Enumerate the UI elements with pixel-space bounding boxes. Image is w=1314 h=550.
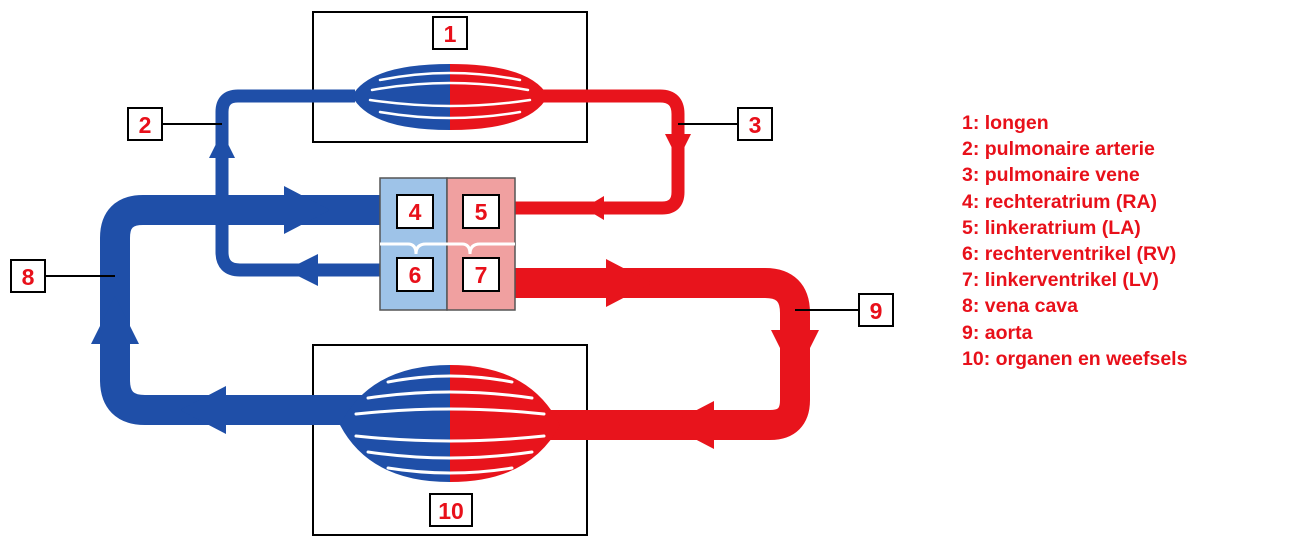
legend-item: 10: organen en weefsels	[962, 347, 1188, 370]
heart: 4 5 6 7	[379, 177, 516, 311]
legend-item: 8: vena cava	[962, 295, 1079, 318]
legend-item: 9: aorta	[962, 321, 1033, 344]
label-3-box: 3	[737, 107, 773, 141]
legend-item: 7: linkerventrikel (LV)	[962, 269, 1159, 292]
vena-cava-arrow-left	[180, 386, 226, 434]
pulmonary-artery-arrow-up	[209, 132, 235, 158]
organ-capillaries	[340, 365, 560, 482]
vena-cava-arrow-up	[91, 296, 139, 344]
pulmonary-vein-arrow-left	[584, 196, 604, 220]
label-6: 6	[409, 262, 422, 288]
label-9-box: 9	[858, 293, 894, 327]
label-10: 10	[438, 498, 464, 524]
legend: 1: longen 2: pulmonaire arterie 3: pulmo…	[962, 110, 1187, 372]
label-1-box: 1	[432, 16, 468, 50]
legend-item: 2: pulmonaire arterie	[962, 138, 1155, 161]
aorta-arrow-down	[771, 330, 819, 378]
aorta-arrow-right	[606, 259, 652, 307]
pulmonary-artery	[215, 89, 382, 277]
lung-capillaries	[352, 64, 548, 130]
label-5: 5	[475, 199, 488, 225]
label-8-box: 8	[10, 259, 46, 293]
legend-item: 5: linkeratrium (LA)	[962, 216, 1141, 239]
label-3: 3	[749, 112, 762, 138]
legend-item: 1: longen	[962, 112, 1049, 134]
label-2: 2	[139, 112, 152, 138]
pulmonary-artery-arrow-left	[286, 254, 318, 286]
legend-item: 6: rechterventrikel (RV)	[962, 243, 1177, 266]
label-2-box: 2	[127, 107, 163, 141]
pulmonary-vein-arrow-down	[665, 134, 691, 160]
label-1: 1	[444, 21, 457, 47]
aorta-arrow-left	[668, 401, 714, 449]
legend-item: 3: pulmonaire vene	[962, 164, 1140, 187]
legend-item: 4: rechteratrium (RA)	[962, 190, 1158, 213]
vena-cava-arrow-right	[284, 186, 330, 234]
label-4: 4	[409, 199, 422, 225]
label-9: 9	[870, 298, 883, 324]
label-7: 7	[475, 262, 488, 288]
leader-lines	[45, 123, 859, 311]
label-10-box: 10	[429, 493, 473, 527]
circulation-diagram: 4 5 6 7 1 2 3 8 9 10	[10, 11, 894, 536]
label-8: 8	[22, 264, 35, 290]
